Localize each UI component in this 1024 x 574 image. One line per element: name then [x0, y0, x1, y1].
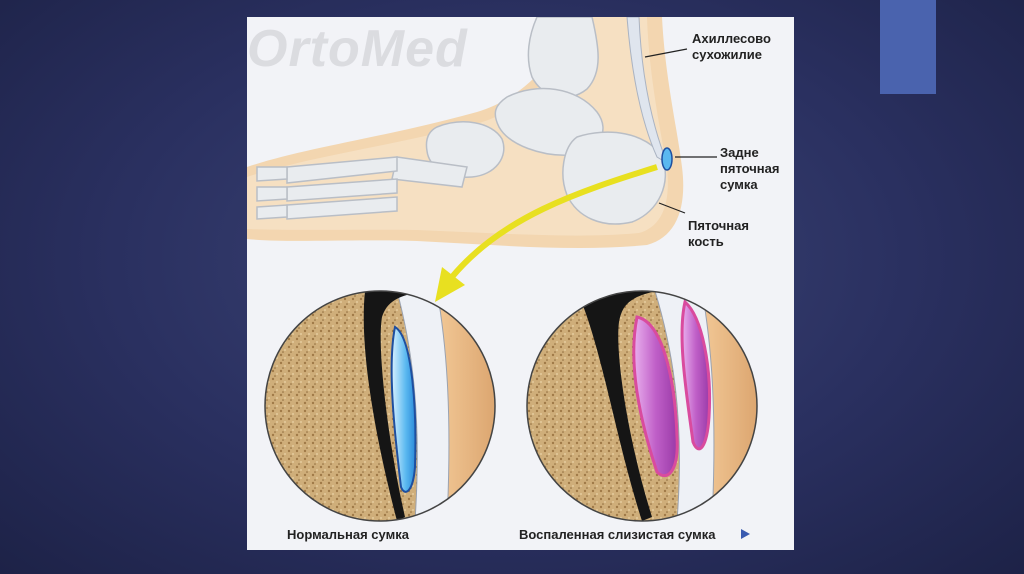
- slide-nav-arrow-icon[interactable]: [741, 529, 750, 539]
- label-calcaneus: Пяточная кость: [688, 218, 768, 250]
- heel-bursitis-illustration: OrtoMed: [247, 17, 794, 550]
- caption-normal-bursa: Нормальная сумка: [287, 527, 467, 543]
- illustration-graphic: [247, 17, 794, 550]
- label-achilles-tendon: Ахиллесово сухожилие: [692, 31, 792, 63]
- normal-bursa-circle: [265, 291, 495, 521]
- accent-bar: [880, 0, 936, 94]
- label-posterior-bursa: Задне пяточная сумка: [720, 145, 794, 193]
- inflamed-bursa-circle: [527, 291, 757, 521]
- caption-inflamed-bursa: Воспаленная слизистая сумка: [519, 527, 779, 543]
- bursa-small: [662, 148, 672, 170]
